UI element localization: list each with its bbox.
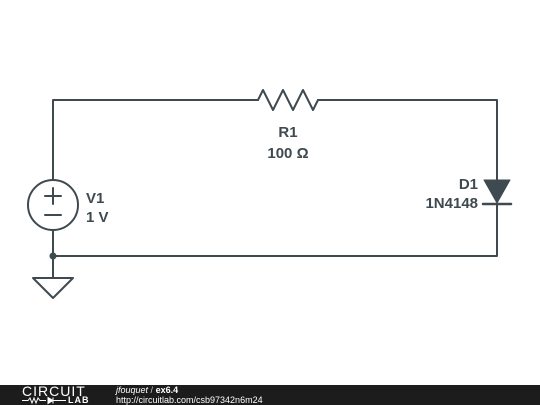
d1-value: 1N4148 (425, 195, 478, 212)
schematic-meta: jfouquet / ex6.4 http://circuitlab.com/c… (116, 386, 263, 405)
wire-top-right (317, 99, 498, 181)
diode-d1-icon (481, 179, 513, 206)
circuit-schematic: R1 100 Ω V1 1 V D1 1N4148 (27, 89, 513, 299)
voltage-source-v1-icon (27, 179, 79, 231)
logo-circuit-text: CIRCUIT (22, 383, 86, 399)
v1-value: 1 V (86, 209, 109, 226)
schematic-title[interactable]: ex6.4 (155, 385, 179, 395)
r1-designator: R1 (278, 124, 297, 141)
wire-right-lower (52, 204, 498, 257)
author-link[interactable]: jfouquet (116, 385, 149, 395)
schematic-url-link[interactable]: http://circuitlab.com/csb97342n6m24 (116, 395, 263, 405)
r1-value: 100 Ω (267, 145, 308, 162)
meta-separator: / (150, 385, 154, 395)
logo-resistor-diode-icon (22, 396, 66, 405)
footer-bar: CIRCUIT LAB jfouquet / ex6.4 http://circ… (0, 383, 540, 405)
logo-lab-text: LAB (68, 395, 90, 405)
d1-designator: D1 (459, 176, 478, 193)
resistor-r1-icon (257, 89, 319, 111)
ground-symbol-icon (32, 277, 74, 299)
wire-top-left (52, 99, 259, 181)
circuitlab-logo[interactable]: CIRCUIT LAB (22, 383, 102, 405)
junction-dot (49, 252, 57, 260)
v1-designator: V1 (86, 190, 104, 207)
